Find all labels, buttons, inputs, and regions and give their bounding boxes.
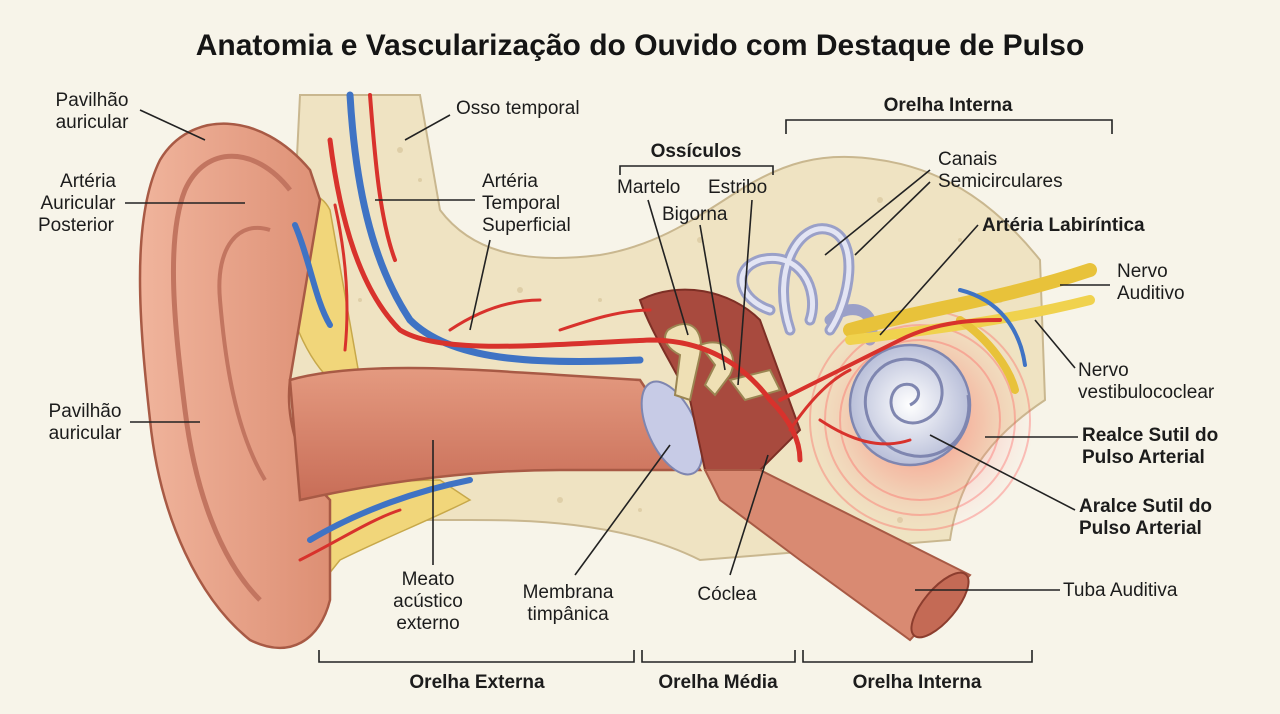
label-orelha-interna-top: Orelha Interna: [884, 95, 1013, 116]
page-title: Anatomia e Vascularização do Ouvido com …: [196, 29, 1085, 62]
label-canais-1: Canais: [938, 149, 997, 170]
label-tuba-auditiva: Tuba Auditiva: [1063, 580, 1178, 601]
pinna-helix: [170, 153, 292, 602]
label-meato-1: Meato: [402, 569, 455, 590]
label-arteria-labirintica: Artéria Labiríntica: [982, 215, 1145, 236]
label-bigorna: Bigorna: [662, 204, 728, 225]
label-nervo-auditivo-1: Nervo: [1117, 261, 1168, 282]
label-estribo: Estribo: [708, 177, 767, 198]
label-arteria-auricular-1: Artéria: [60, 171, 116, 192]
ear-canal: [288, 366, 703, 502]
incus: [698, 341, 735, 397]
label-pavilhao-mid-2: auricular: [49, 423, 123, 444]
pinna-antihelix: [217, 225, 271, 482]
label-canais-2: Semicirculares: [938, 171, 1063, 192]
arteries: [298, 93, 1002, 562]
veins: [292, 91, 1027, 543]
section-brackets: [318, 119, 1113, 663]
eustachian-tube-opening: [910, 571, 970, 639]
section-orelha-media: Orelha Média: [658, 672, 778, 693]
label-arteria-temporal-2: Temporal: [482, 193, 560, 214]
label-nervo-auditivo-2: Auditivo: [1117, 283, 1185, 304]
label-meato-2: acústico: [393, 591, 463, 612]
label-realce-1-line1: Realce Sutil do: [1082, 425, 1218, 446]
cochlea-spiral: [863, 357, 971, 458]
label-membrana-1: Membrana: [523, 582, 614, 603]
label-nervo-vestibulococlear-2: vestibulococlear: [1078, 382, 1215, 403]
label-arteria-auricular-2: Auricular: [41, 193, 117, 214]
label-pavilhao-top-1: Pavilhão: [56, 90, 129, 111]
leader-lines: [125, 109, 1110, 591]
bone-texture: [358, 147, 1003, 523]
label-arteria-temporal-3: Superficial: [482, 215, 571, 236]
label-realce-2-line2: Pulso Arterial: [1079, 518, 1202, 539]
label-pavilhao-top-2: auricular: [56, 112, 130, 133]
label-realce-1-line2: Pulso Arterial: [1082, 447, 1205, 468]
label-realce-2-line1: Aralce Sutil do: [1079, 496, 1212, 517]
label-meato-3: externo: [396, 613, 459, 634]
label-nervo-vestibulococlear-1: Nervo: [1078, 360, 1129, 381]
section-orelha-interna: Orelha Interna: [853, 672, 982, 693]
label-pavilhao-mid-1: Pavilhão: [49, 401, 122, 422]
label-osso-temporal: Osso temporal: [456, 98, 580, 119]
label-ossiculos: Ossículos: [651, 141, 742, 162]
label-martelo: Martelo: [617, 177, 680, 198]
label-coclea: Cóclea: [697, 584, 757, 605]
auditory-nerve: [843, 263, 1097, 394]
section-orelha-externa: Orelha Externa: [409, 672, 545, 693]
label-arteria-auricular-3: Posterior: [38, 215, 115, 236]
label-arteria-temporal-1: Artéria: [482, 171, 538, 192]
label-membrana-2: timpânica: [527, 604, 609, 625]
